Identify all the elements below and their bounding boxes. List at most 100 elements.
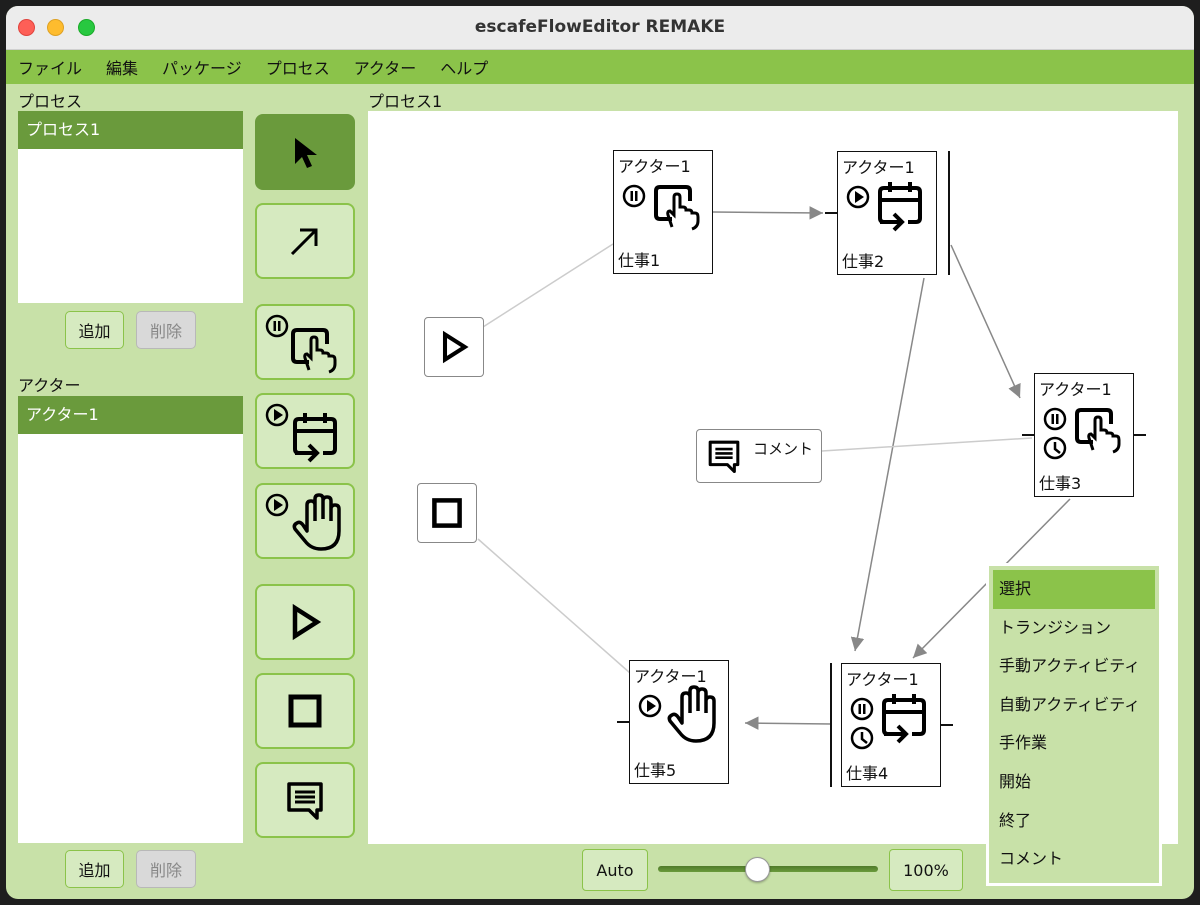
transition-line[interactable] [712,206,824,220]
pause-icon [850,697,874,721]
close-window-button[interactable] [18,19,35,36]
process-panel-label: プロセス [18,92,83,111]
transition-line[interactable] [950,244,1021,399]
node-task-label: 仕事2 [842,252,885,271]
actor-list[interactable]: アクター1 [18,396,243,843]
transition-line[interactable] [850,277,925,652]
menu-help[interactable]: ヘルプ [440,59,489,78]
app-window: escafeFlowEditor REMAKE ファイル 編集 パッケージ プロ… [6,6,1194,899]
tool-select-button[interactable] [255,114,355,190]
auto-zoom-button[interactable]: Auto [582,849,648,891]
connector-line [477,538,631,674]
pause-icon [622,184,646,208]
tool-start-button[interactable] [255,584,355,660]
node-actor-label: アクター1 [846,670,919,689]
ctx-menu-select[interactable]: 選択 [993,570,1155,609]
tool-transition-button[interactable] [255,203,355,279]
menu-process[interactable]: プロセス [265,59,330,78]
node-task-label: 仕事3 [1039,474,1082,493]
activity-node-2[interactable]: アクター1 仕事2 [837,151,937,275]
output-stub [941,724,953,726]
menu-edit[interactable]: 編集 [106,59,139,78]
end-node[interactable] [417,483,477,543]
process-list[interactable]: プロセス1 [18,111,243,303]
comment-icon [287,782,323,820]
add-actor-button[interactable]: 追加 [65,850,124,888]
auto-activity-icon [878,182,922,232]
zoom-window-button[interactable] [78,19,95,36]
tool-comment-button[interactable] [255,762,355,838]
comment-node[interactable]: コメント [696,429,822,483]
join-bar [830,663,832,787]
node-actor-label: アクター1 [1039,380,1112,399]
auto-activity-icon [882,694,926,744]
tool-end-button[interactable] [255,673,355,749]
pause-icon [1043,407,1067,431]
input-stub [1022,434,1034,436]
add-process-button[interactable]: 追加 [65,311,124,349]
auto-activity-icon [265,403,337,463]
ctx-menu-manual-activity[interactable]: 手動アクティビティ [999,656,1141,676]
fork-bar [948,151,950,275]
comment-connector-line [821,437,1033,452]
input-stub [825,212,837,214]
activity-node-5[interactable]: アクター1 仕事5 [629,660,729,784]
node-actor-label: アクター1 [842,158,915,177]
play-icon [846,185,870,209]
zoom-slider-thumb[interactable] [744,857,770,882]
ctx-menu-manual-work[interactable]: 手作業 [999,733,1048,753]
node-actor-label: アクター1 [618,157,691,176]
ctx-menu-comment[interactable]: コメント [999,849,1064,869]
start-icon [442,330,469,364]
activity-node-1[interactable]: アクター1 仕事1 [613,150,713,274]
transition-arrow-icon [290,228,318,256]
ctx-menu-transition[interactable]: トランジション [999,617,1112,637]
transition-line[interactable] [744,716,833,730]
start-node[interactable] [424,317,484,377]
tool-manual-activity-button[interactable] [255,304,355,380]
window-title: escafeFlowEditor REMAKE [474,17,726,37]
delete-actor-button[interactable]: 削除 [136,850,196,888]
manual-activity-icon [654,185,700,231]
process-list-item[interactable]: プロセス1 [18,111,243,149]
ctx-menu-end[interactable]: 終了 [999,810,1032,830]
minimize-window-button[interactable] [47,19,64,36]
tool-context-menu: 選択 トランジション 手動アクティビティ 自動アクティビティ 手作業 開始 終了… [986,563,1162,886]
node-task-label: 仕事1 [618,251,661,270]
comment-text: コメント [753,439,814,458]
connector-line [482,243,614,328]
menu-bar: ファイル 編集 パッケージ プロセス アクター ヘルプ [6,50,1194,84]
zoom-level-button[interactable]: 100% [889,849,963,891]
tool-manual-work-button[interactable] [255,483,355,559]
canvas-title: プロセス1 [368,92,443,111]
title-bar: escafeFlowEditor REMAKE [6,6,1194,50]
tool-auto-activity-button[interactable] [255,393,355,469]
node-task-label: 仕事4 [846,764,889,783]
node-actor-label: アクター1 [634,667,707,686]
actor-panel-label: アクター [18,376,81,395]
transition-lines [477,206,1071,730]
end-icon [432,498,462,528]
output-stub [1134,434,1146,436]
node-task-label: 仕事5 [634,761,677,780]
activity-node-3[interactable]: アクター1 仕事3 [1034,373,1134,497]
clock-icon [1043,436,1067,460]
manual-work-icon [265,493,341,551]
select-cursor-icon [295,138,317,168]
activity-node-4[interactable]: アクター1 仕事4 [841,663,941,787]
menu-package[interactable]: パッケージ [162,59,242,78]
end-icon [288,694,322,728]
ctx-menu-start[interactable]: 開始 [999,771,1032,791]
ctx-menu-auto-activity[interactable]: 自動アクティビティ [999,694,1141,714]
start-icon [292,603,322,641]
menu-file[interactable]: ファイル [18,59,83,78]
menu-actor[interactable]: アクター [353,59,417,78]
clock-icon [850,726,874,750]
manual-activity-icon [265,314,337,374]
actor-list-item[interactable]: アクター1 [18,396,243,434]
play-icon [638,694,662,718]
delete-process-button[interactable]: 削除 [136,311,196,349]
comment-icon [708,440,740,474]
input-stub [617,721,629,723]
manual-work-icon [667,685,716,743]
